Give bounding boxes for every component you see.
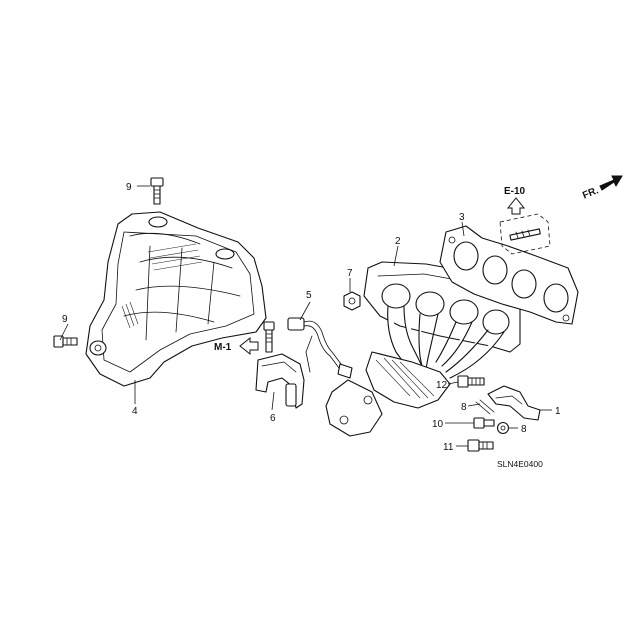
callout-4: 4 xyxy=(132,406,138,417)
bracket-part-6[interactable] xyxy=(255,321,305,409)
front-direction-label: FR. xyxy=(581,185,600,201)
callout-1: 1 xyxy=(555,406,561,417)
heat-shield-part-4[interactable] xyxy=(85,211,267,387)
callout-2: 2 xyxy=(395,236,401,247)
bolt-9-top[interactable] xyxy=(150,177,164,205)
bolt-9-left[interactable] xyxy=(53,335,78,348)
e10-reference-arrow xyxy=(506,197,526,215)
callout-5: 5 xyxy=(306,290,312,301)
nut-part-7[interactable] xyxy=(343,291,361,311)
reference-m1-label: M-1 xyxy=(214,342,232,353)
callout-10: 10 xyxy=(432,419,444,430)
callout-11: 11 xyxy=(443,442,454,453)
leader-lines xyxy=(59,185,552,447)
clip-part-8-upper[interactable] xyxy=(475,399,495,415)
callout-6: 6 xyxy=(270,413,276,424)
callout-9-left: 9 xyxy=(62,314,68,325)
m1-reference-arrow xyxy=(239,336,259,356)
stud-dashed-box xyxy=(499,213,551,255)
callout-12: 12 xyxy=(436,380,448,391)
callout-3: 3 xyxy=(459,212,465,223)
callout-7: 7 xyxy=(347,268,353,279)
callout-8-lower: 8 xyxy=(521,424,527,435)
bolt-part-11[interactable] xyxy=(467,439,494,452)
bracket-part-1[interactable] xyxy=(487,385,541,421)
front-direction-arrow xyxy=(599,175,623,191)
nut-part-8-lower[interactable] xyxy=(496,421,510,435)
bolt-part-10[interactable] xyxy=(473,417,495,429)
callout-8-upper: 8 xyxy=(461,402,467,413)
diagram-code: SLN4E0400 xyxy=(497,459,543,469)
reference-e10-label: E-10 xyxy=(504,186,526,197)
bolt-part-12[interactable] xyxy=(457,375,485,388)
callout-9-top: 9 xyxy=(126,182,132,193)
gasket-part-3[interactable] xyxy=(439,225,579,325)
oxygen-sensor-part-5[interactable] xyxy=(287,317,353,379)
